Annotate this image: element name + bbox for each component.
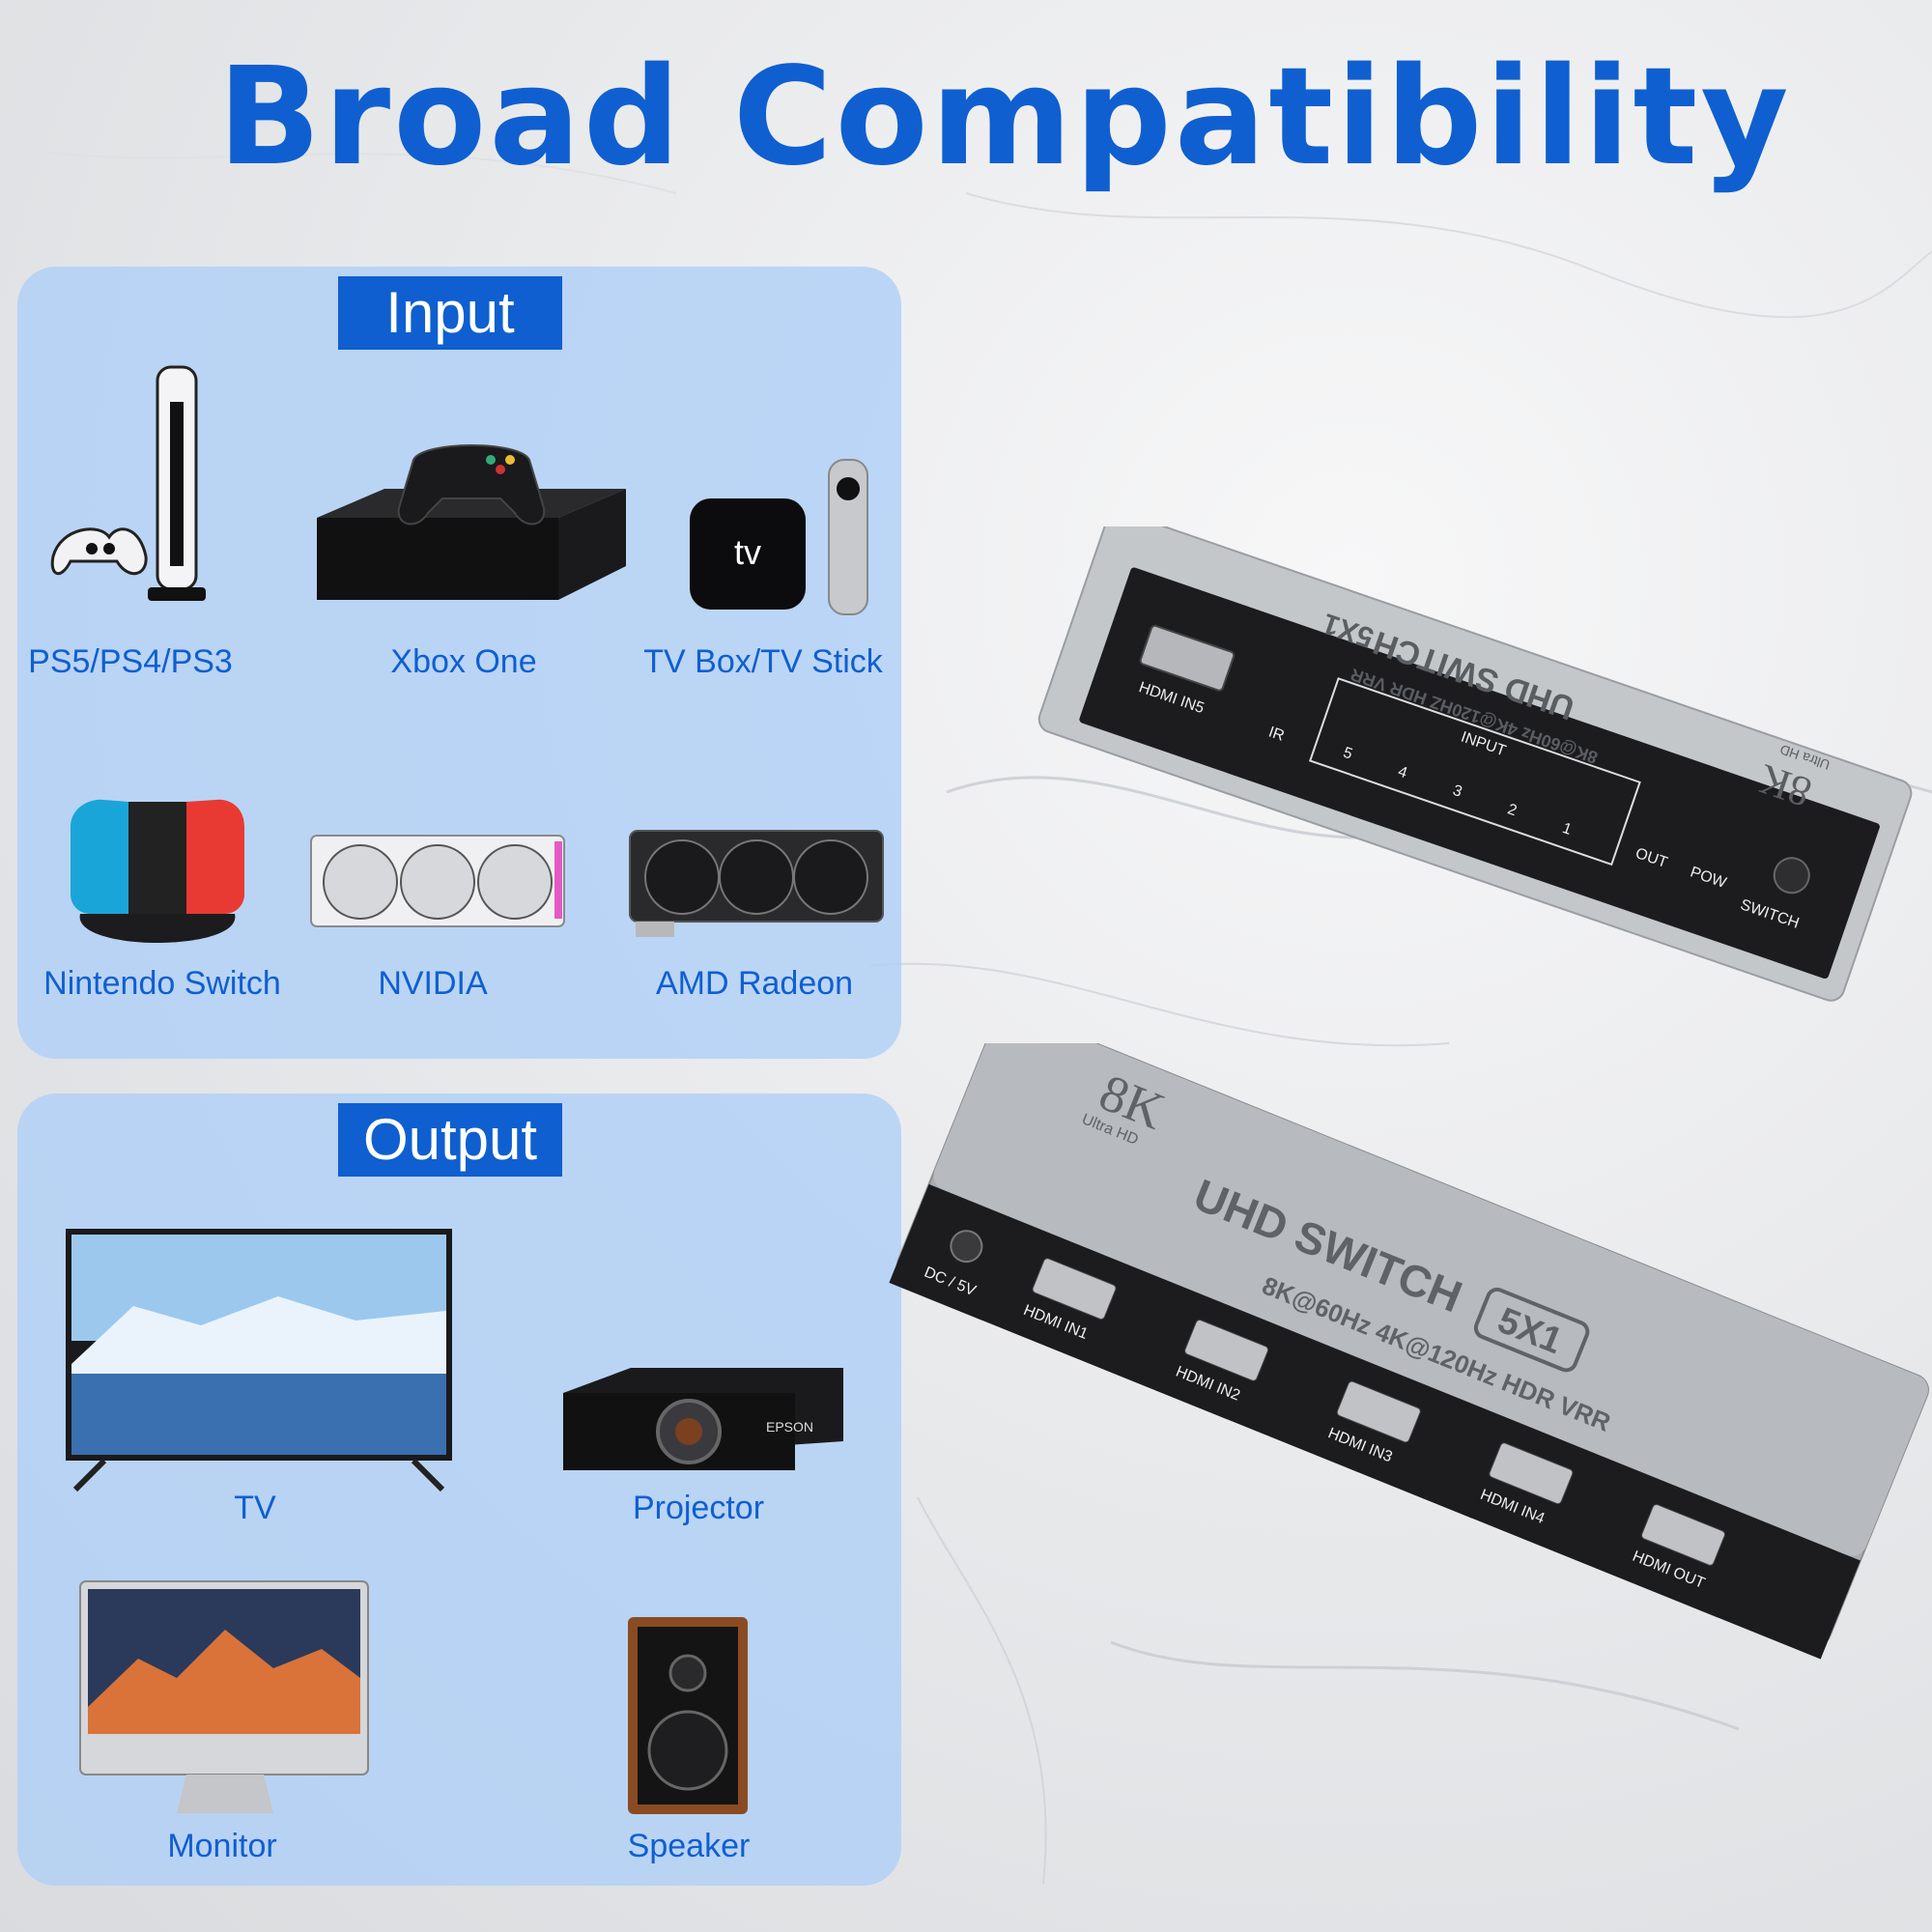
projector-brand: EPSON [766,1419,813,1435]
device-label-tv: TV [234,1490,276,1526]
speaker-icon [628,1617,748,1814]
device-label-amd: AMD Radeon [655,965,854,1002]
tv-box-text: tv [734,532,761,572]
device-label-switch: Nintendo Switch [43,965,281,1002]
switch-front-view: DC / 5V HDMI IN1 HDMI IN2 HDMI IN3 HDMI … [889,1043,1929,1660]
output-panel: Output TV EPSON Projector Monitor Speake… [17,1094,901,1886]
device-label-speaker: Speaker [627,1828,751,1864]
device-label-projector: Projector [632,1490,765,1526]
nintendo-switch-icon [71,799,244,943]
device-label-ps: PS5/PS4/PS3 [28,643,233,680]
projector-icon: EPSON [563,1368,843,1470]
playstation-icon [50,365,206,601]
output-title: Output [338,1103,562,1177]
input-panel: Input PS5/PS4/PS3 Xbox One tv TV Box/TV … [17,267,901,1059]
device-label-tvbox: TV Box/TV Stick [643,643,883,680]
device-label-xbox: Xbox One [390,643,537,680]
amd-gpu-icon [629,830,884,937]
device-label-nvidia: NVIDIA [378,965,488,1002]
headline: Broad Compatibility [217,39,1792,196]
monitor-icon [79,1580,369,1813]
switch-back-view: HDMI IN5 IR INPUT 5 4 3 2 1 OUT POW SWIT… [1037,526,1913,1002]
back-ir-label: IR [1266,724,1287,744]
nvidia-gpu-icon [310,835,565,927]
device-label-monitor: Monitor [167,1828,277,1864]
tv-icon [66,1229,452,1492]
xbox-icon [317,444,626,600]
tv-box-icon: tv [690,459,868,615]
input-title: Input [338,276,562,350]
